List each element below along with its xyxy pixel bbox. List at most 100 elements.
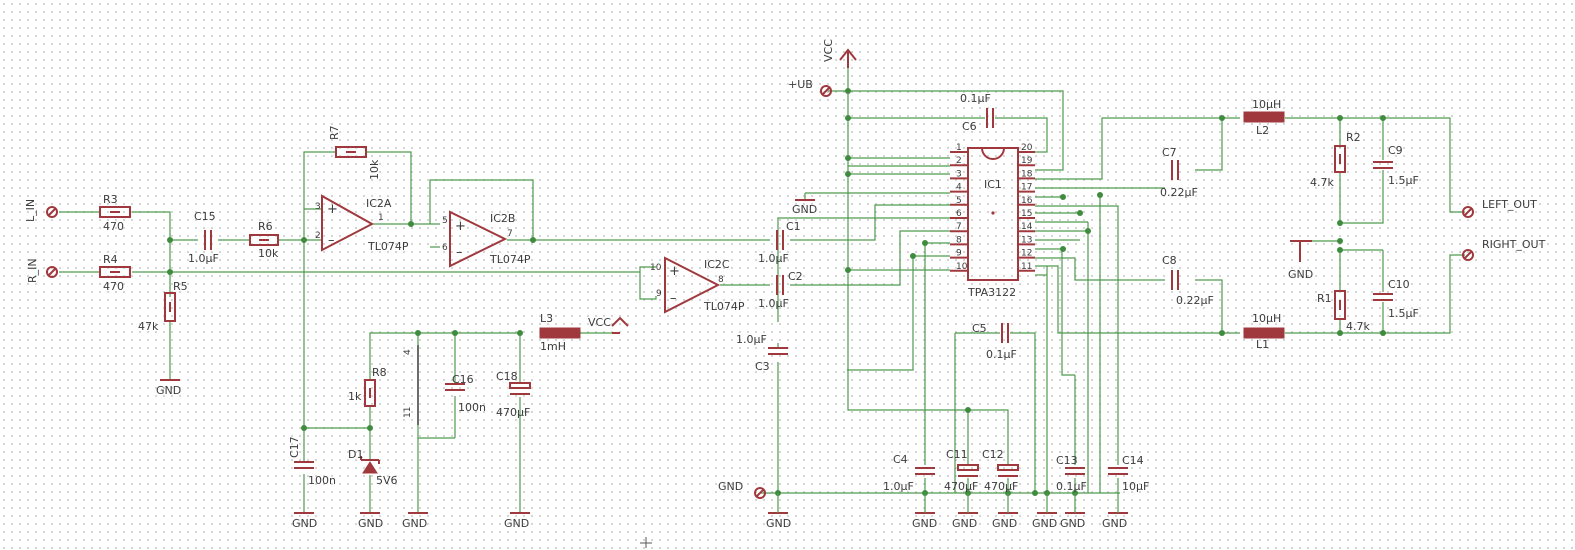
svg-text:R5: R5 <box>173 280 188 293</box>
svg-text:GND: GND <box>292 517 317 530</box>
port-ub[interactable]: +UB <box>788 78 832 97</box>
svg-text:5V6: 5V6 <box>376 474 398 487</box>
svg-text:470µF: 470µF <box>944 480 978 493</box>
capacitor-c6[interactable]: C6 0.1µF <box>960 92 994 133</box>
port-right-out[interactable]: RIGHT_OUT <box>1462 238 1546 261</box>
port-gnd-main[interactable]: GND <box>718 480 766 499</box>
capacitor-c3[interactable]: C3 1.0µF <box>736 333 788 373</box>
inductor-l1[interactable]: 10µH L1 <box>1243 312 1285 351</box>
capacitor-c14[interactable]: C14 10µF <box>1108 454 1149 493</box>
svg-text:C12: C12 <box>982 448 1004 461</box>
capacitor-c15[interactable]: C15 1.0µF <box>188 210 219 265</box>
svg-text:1k: 1k <box>348 390 362 403</box>
svg-text:GND: GND <box>766 517 791 530</box>
resistor-r2[interactable]: R2 4.7k <box>1310 131 1361 189</box>
port-l-in-label: L_IN <box>24 199 37 222</box>
gnd-c4: GND <box>912 493 937 530</box>
gnd-c13: GND <box>1060 493 1085 530</box>
svg-text:R4: R4 <box>103 253 118 266</box>
gnd-out: GND <box>1288 240 1313 281</box>
ic1-pin-number: 16 <box>1021 196 1033 206</box>
port-r-in[interactable]: R_IN <box>26 258 58 283</box>
port-gnd-label: GND <box>718 480 743 493</box>
capacitor-c9[interactable]: C9 1.5µF <box>1373 144 1419 187</box>
svg-text:R7: R7 <box>328 125 341 140</box>
capacitor-c13[interactable]: C13 0.1µF <box>1056 454 1087 493</box>
svg-text:47k: 47k <box>138 320 159 333</box>
inductor-l3[interactable]: L3 1mH <box>539 312 581 353</box>
svg-text:1: 1 <box>378 213 384 223</box>
capacitor-c1[interactable]: C1 1.0µF <box>758 220 801 265</box>
zener-diode-d1[interactable]: D1 5V6 <box>348 448 398 487</box>
svg-text:GND: GND <box>1032 517 1057 530</box>
capacitor-c16[interactable]: C16 100n <box>445 373 486 414</box>
ic1-pin-number: 12 <box>1021 249 1032 259</box>
svg-text:10µH: 10µH <box>1252 98 1281 111</box>
svg-text:0.22µF: 0.22µF <box>1160 186 1198 199</box>
resistor-r8[interactable]: R8 1k <box>348 366 387 407</box>
vcc-l3-label: VCC <box>588 316 611 329</box>
svg-text:1.0µF: 1.0µF <box>188 252 219 265</box>
svg-text:L3: L3 <box>540 312 553 325</box>
opamp-plus-sign: + <box>327 202 338 217</box>
inductor-l2[interactable]: 10µH L2 <box>1243 98 1285 137</box>
svg-text:11: 11 <box>403 407 413 418</box>
capacitor-c2[interactable]: C2 1.0µF <box>758 270 803 310</box>
capacitor-c5[interactable]: C5 0.1µF <box>972 322 1017 361</box>
svg-text:TL074P: TL074P <box>489 253 531 266</box>
ic1-pin-number: 9 <box>956 249 962 259</box>
ic1-pin-number: 5 <box>956 196 962 206</box>
svg-text:R6: R6 <box>258 220 273 233</box>
capacitor-c17[interactable]: C17 100n <box>288 436 336 487</box>
opamp-ic2a[interactable]: + – 3 2 1 IC2A TL074P <box>315 194 409 253</box>
opamp-minus-sign: – <box>328 233 335 248</box>
resistor-r6[interactable]: R6 10k <box>249 220 279 260</box>
capacitor-c7[interactable]: C7 0.22µF <box>1160 146 1198 199</box>
gnd-d1: GND <box>358 512 383 530</box>
resistor-r7[interactable]: R7 10k <box>328 125 381 180</box>
svg-text:R2: R2 <box>1346 131 1361 144</box>
svg-text:9: 9 <box>656 289 662 299</box>
gnd-r5: GND <box>156 379 181 397</box>
svg-text:5: 5 <box>442 216 448 226</box>
svg-text:TL074P: TL074P <box>703 300 745 313</box>
opamp-ic2b[interactable]: + – 5 6 7 IC2B TL074P <box>442 210 531 268</box>
opamp-ic2c[interactable]: + – 10 9 8 IC2C TL074P <box>650 256 745 314</box>
svg-text:C4: C4 <box>893 453 908 466</box>
svg-text:8: 8 <box>718 275 724 285</box>
port-right-out-label: RIGHT_OUT <box>1482 238 1546 251</box>
capacitor-c12[interactable]: C12 470µF <box>982 448 1019 493</box>
svg-text:GND: GND <box>992 517 1017 530</box>
svg-text:1.0µF: 1.0µF <box>758 252 789 265</box>
ic1-pin-number: 8 <box>956 235 962 245</box>
port-l-in[interactable]: L_IN <box>24 199 58 222</box>
resistor-r1[interactable]: R1 4.7k <box>1317 290 1370 333</box>
svg-text:6: 6 <box>442 243 448 253</box>
capacitor-c11[interactable]: C11 470µF <box>944 448 979 493</box>
ic1-pin-number: 1 <box>956 143 962 153</box>
svg-text:1mH: 1mH <box>540 340 566 353</box>
svg-text:GND: GND <box>402 517 427 530</box>
capacitor-c18[interactable]: C18 470µF <box>496 370 531 419</box>
svg-text:C16: C16 <box>452 373 474 386</box>
svg-text:IC2C: IC2C <box>704 258 730 271</box>
svg-text:100n: 100n <box>308 474 336 487</box>
resistor-r4[interactable]: R4 470 <box>99 253 131 293</box>
resistor-r3[interactable]: R3 470 <box>99 193 131 233</box>
ic1-pin-number: 18 <box>1021 169 1033 179</box>
svg-text:TL074P: TL074P <box>367 240 409 253</box>
port-left-out[interactable]: LEFT_OUT <box>1462 198 1537 218</box>
capacitor-c4[interactable]: C4 1.0µF <box>883 453 935 493</box>
svg-text:GND: GND <box>504 517 529 530</box>
ic1-pin-number: 7 <box>956 222 962 232</box>
svg-text:10µH: 10µH <box>1252 312 1281 325</box>
resistor-r5[interactable]: R5 47k <box>138 280 188 333</box>
capacitor-c8[interactable]: C8 0.22µF <box>1162 254 1214 307</box>
svg-text:+: + <box>669 264 680 279</box>
ground-symbols: GND GND GND GND GND GND GND GND GND GND … <box>156 199 1313 530</box>
svg-text:C6: C6 <box>962 120 977 133</box>
svg-text:GND: GND <box>156 384 181 397</box>
capacitor-c10[interactable]: C10 1.5µF <box>1373 278 1419 320</box>
wires <box>59 68 1465 513</box>
